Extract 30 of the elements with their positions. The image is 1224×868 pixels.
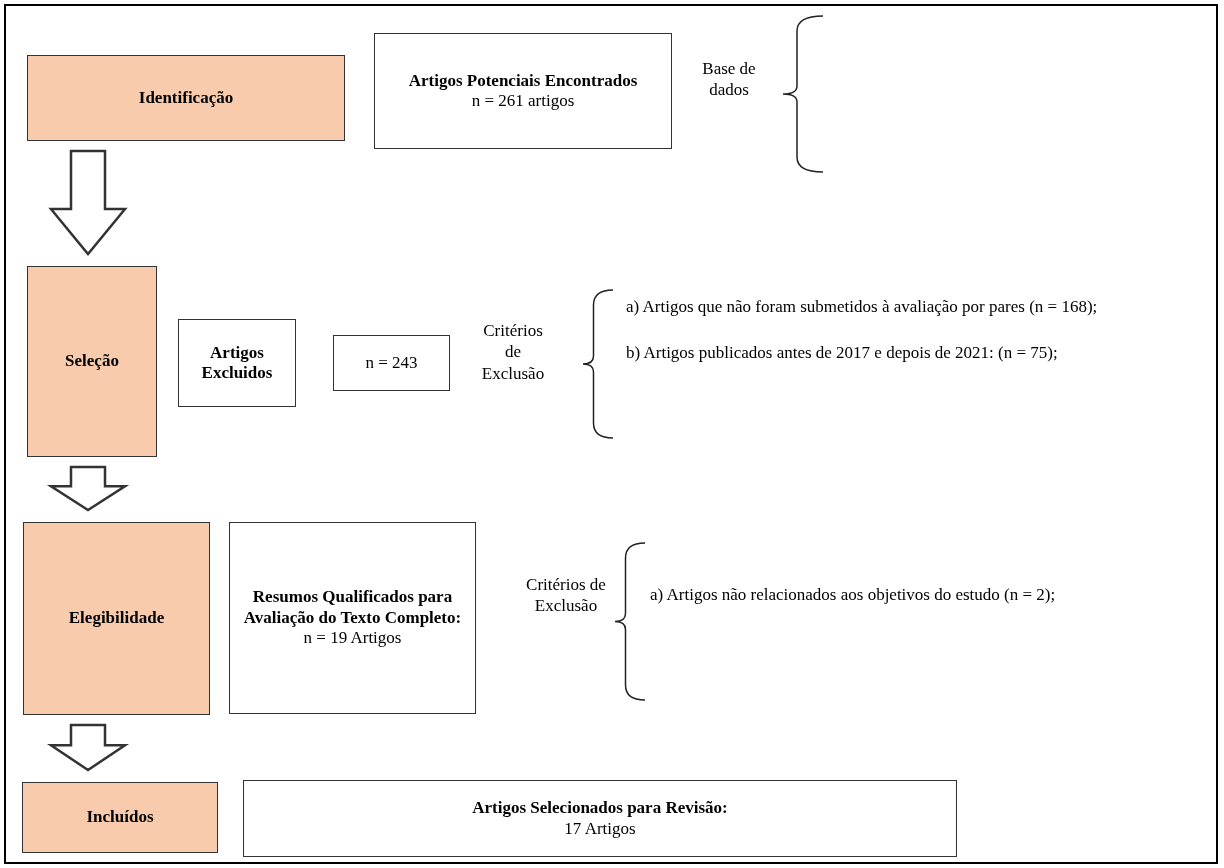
stage-box bbox=[27, 266, 157, 457]
box-text: Incluídos bbox=[86, 807, 154, 828]
box-text: Seleção bbox=[65, 351, 119, 372]
block-arrow bbox=[48, 149, 128, 256]
process-box bbox=[243, 780, 957, 857]
box-text: Artigos Excluidos bbox=[200, 342, 274, 384]
box-text: Elegibilidade bbox=[68, 608, 165, 629]
box-text: n = 261 artigos bbox=[471, 91, 575, 112]
criteria-text: a) Artigos não relacionados aos objetivos do estudo (n = 2); bbox=[650, 584, 1057, 606]
process-box bbox=[229, 522, 476, 714]
box-heading: Resumos Qualificados para Avaliação do Texto Completo: bbox=[242, 587, 463, 629]
process-box bbox=[333, 335, 450, 391]
stage-box bbox=[27, 55, 345, 141]
side-label: Base de dados bbox=[701, 58, 757, 101]
criteria-text: a) Artigos que não foram submetidos à avaliação por pares (n = 168); bbox=[626, 296, 1099, 318]
box-heading: Artigos Selecionados para Revisão: bbox=[472, 798, 728, 819]
criteria-text: b) Artigos publicados antes de 2017 e depois de 2021: (n = 75); bbox=[626, 342, 1059, 364]
side-label: Critérios de Exclusão bbox=[480, 320, 546, 384]
block-arrow bbox=[46, 465, 130, 512]
box-heading: Artigos Potenciais Encontrados bbox=[408, 70, 638, 91]
process-box bbox=[374, 33, 672, 149]
box-text: n = 19 Artigos bbox=[303, 628, 402, 649]
process-box bbox=[178, 319, 296, 407]
stage-box bbox=[23, 522, 210, 715]
box-text: 17 Artigos bbox=[564, 818, 636, 839]
box-text: n = 243 bbox=[365, 352, 418, 374]
block-arrow bbox=[46, 723, 130, 772]
stage-box bbox=[22, 782, 218, 853]
side-label: Critérios de Exclusão bbox=[525, 574, 607, 617]
box-text: Identificação bbox=[138, 87, 234, 109]
